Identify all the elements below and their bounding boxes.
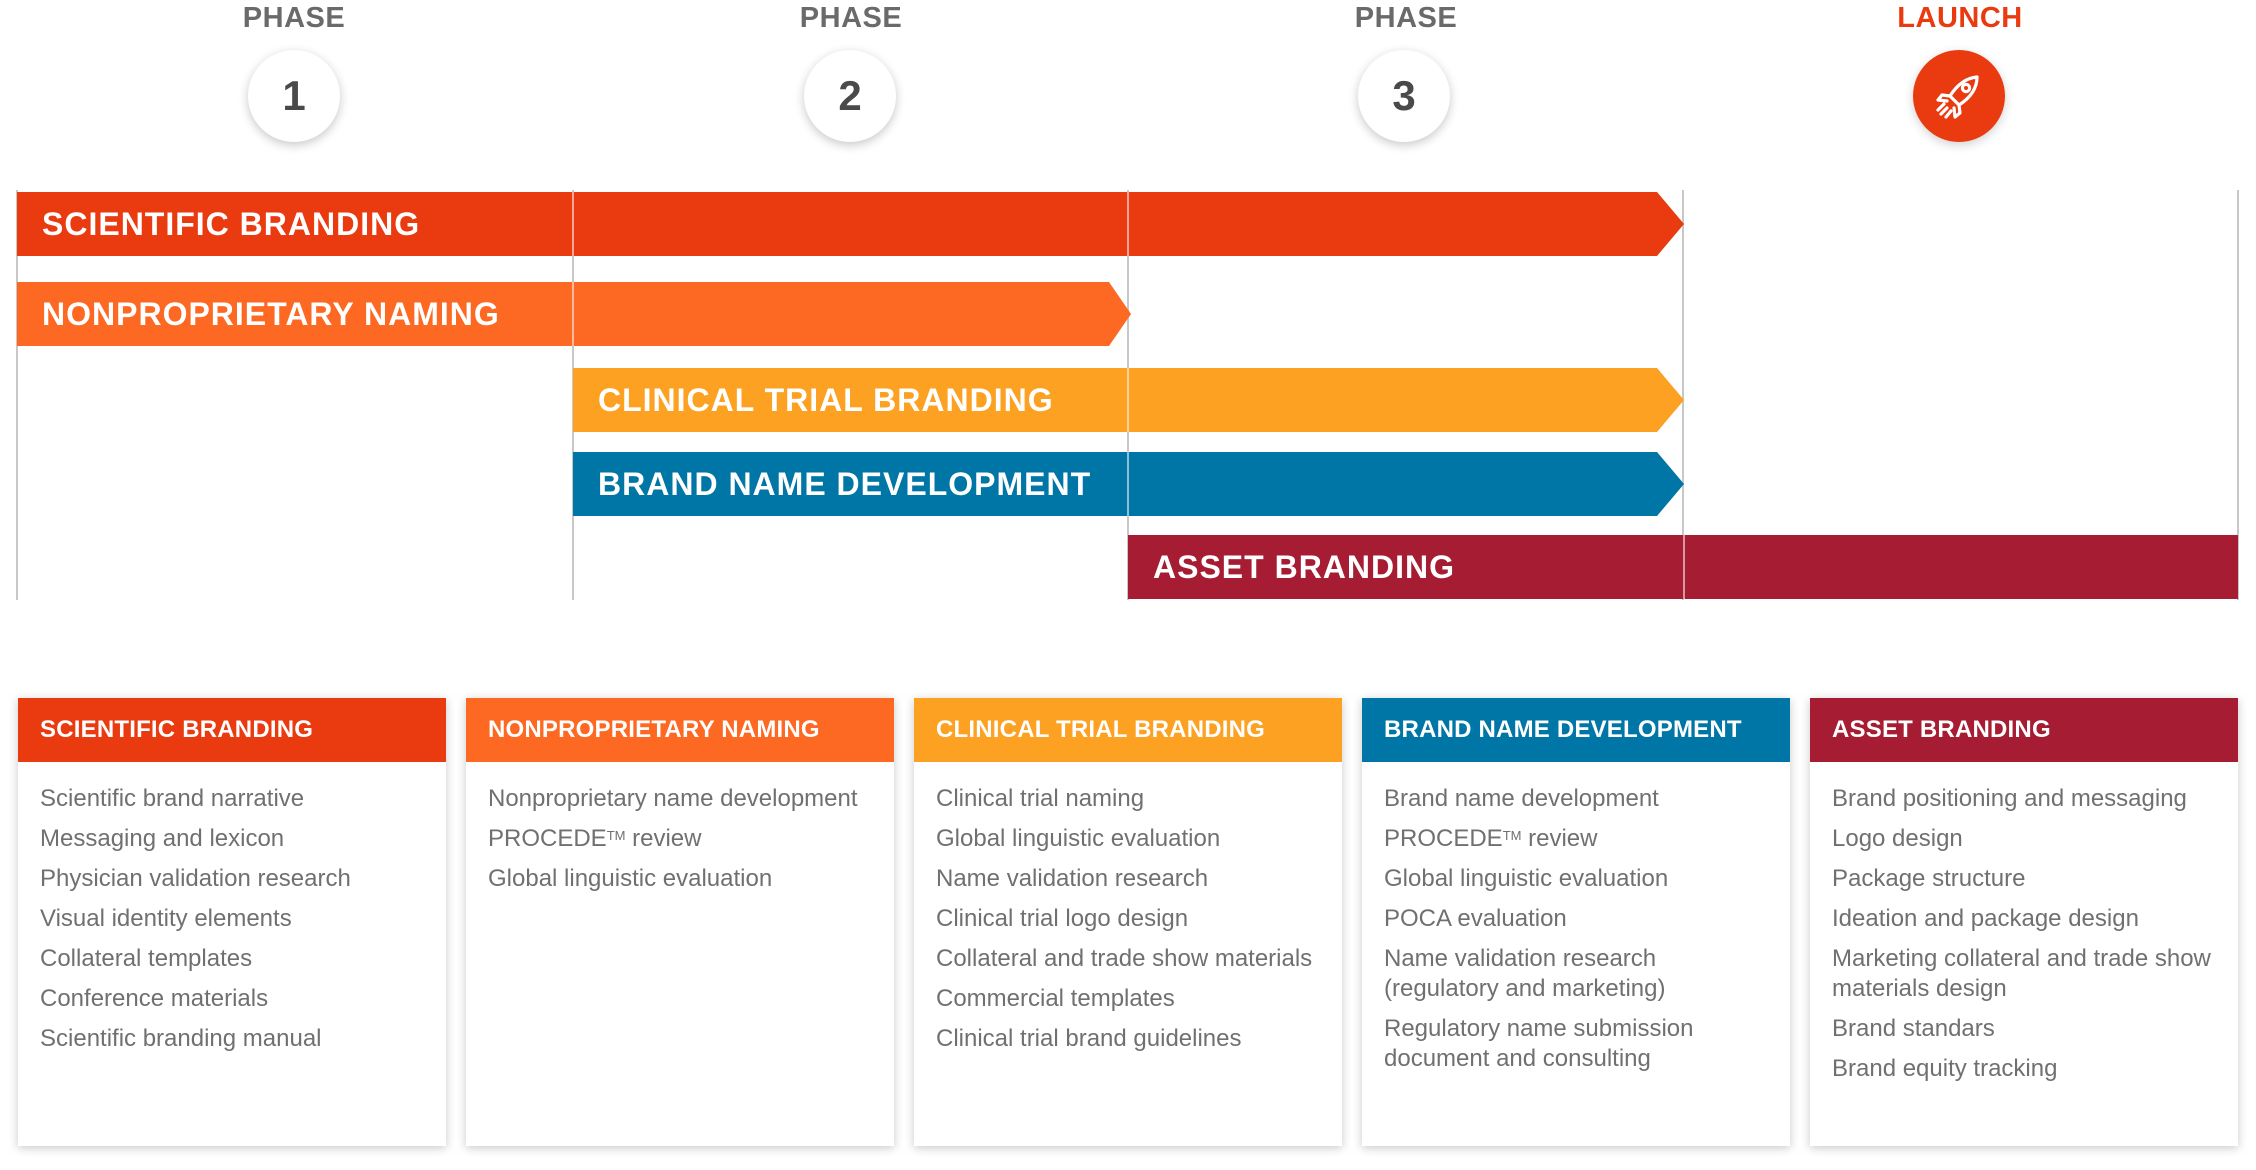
bar-divider	[1127, 452, 1129, 516]
bar-divider	[572, 282, 574, 346]
timeline-line-end	[2237, 190, 2239, 600]
card-title: BRAND NAME DEVELOPMENT	[1362, 698, 1790, 762]
bar-label-clinical-trial-branding: CLINICAL TRIAL BRANDING	[598, 382, 1054, 418]
procede-text: PROCEDE	[1384, 825, 1503, 852]
list-item: PROCEDETM review	[1384, 824, 1772, 854]
list-item: Name validation research (regulatory and…	[1384, 945, 1666, 1002]
timeline-line-launch	[1682, 190, 1684, 600]
bar-divider	[572, 192, 574, 256]
bar-label-scientific-branding: SCIENTIFIC BRANDING	[42, 206, 421, 242]
launch-circle	[1913, 50, 2005, 142]
list-item: Global linguistic evaluation	[488, 865, 773, 892]
procede-text: PROCEDE	[488, 825, 607, 852]
card-title: NONPROPRIETARY NAMING	[466, 698, 894, 762]
card-title: SCIENTIFIC BRANDING	[18, 698, 446, 762]
list-item: Brand name development	[1384, 785, 1659, 812]
list-item: Clinical trial brand guidelines	[936, 1025, 1242, 1052]
bar-divider	[1127, 368, 1129, 432]
list-item: Ideation and package design	[1832, 905, 2139, 932]
list-item: POCA evaluation	[1384, 905, 1567, 932]
card-title: ASSET BRANDING	[1810, 698, 2238, 762]
bar-divider	[1683, 535, 1685, 599]
bar-scientific-branding: SCIENTIFIC BRANDING	[17, 192, 1684, 256]
phase-2-label: PHASE	[799, 2, 903, 34]
card-list: Scientific brand narrative Messaging and…	[18, 762, 446, 1054]
card-scientific-branding: SCIENTIFIC BRANDING Scientific brand nar…	[18, 698, 446, 1146]
list-item: Clinical trial logo design	[936, 905, 1189, 932]
phase-3-circle: 3	[1358, 50, 1450, 142]
trademark-mark: TM	[1502, 828, 1522, 843]
phase-1-number: 1	[282, 72, 306, 119]
card-list: Brand positioning and messaging Logo des…	[1810, 762, 2238, 1084]
card-nonproprietary-naming: NONPROPRIETARY NAMING Nonproprietary nam…	[466, 698, 894, 1146]
list-item: Conference materials	[40, 985, 269, 1012]
card-clinical-trial-branding: CLINICAL TRIAL BRANDING Clinical trial n…	[914, 698, 1342, 1146]
list-item: Brand positioning and messaging	[1832, 785, 2187, 812]
list-item: Collateral and trade show materials	[936, 945, 1313, 972]
launch-label: LAUNCH	[1897, 2, 2023, 34]
phase-2-circle: 2	[804, 50, 896, 142]
procede-review-text: review	[1521, 825, 1598, 852]
list-item: Brand equity tracking	[1832, 1055, 2058, 1082]
phase-3-number: 3	[1392, 72, 1416, 119]
phase-2-number: 2	[838, 72, 862, 119]
list-item: Global linguistic evaluation	[1384, 865, 1669, 892]
bar-nonproprietary-naming: NONPROPRIETARY NAMING	[17, 282, 1131, 346]
list-item: PROCEDETM review	[488, 824, 876, 854]
list-item: Logo design	[1832, 825, 1963, 852]
list-item: Clinical trial naming	[936, 785, 1145, 812]
bar-divider	[1127, 192, 1129, 256]
list-item: Global linguistic evaluation	[936, 825, 1221, 852]
list-item: Physician validation research	[40, 865, 351, 892]
list-item: Nonproprietary name development	[488, 785, 858, 812]
list-item: Marketing collateral and trade show mate…	[1832, 945, 2211, 1002]
card-brand-name-development: BRAND NAME DEVELOPMENT Brand name develo…	[1362, 698, 1790, 1146]
phase-1-label: PHASE	[242, 2, 346, 34]
list-item: Brand standars	[1832, 1015, 1995, 1042]
phase-1-circle: 1	[248, 50, 340, 142]
bar-label-brand-name-development: BRAND NAME DEVELOPMENT	[598, 466, 1092, 502]
rocket-icon	[1936, 75, 1979, 119]
list-item: Scientific brand narrative	[40, 785, 305, 812]
timeline-line-phase-1	[16, 190, 18, 600]
list-item: Messaging and lexicon	[40, 825, 285, 852]
list-item: Visual identity elements	[40, 905, 292, 932]
list-item: Scientific branding manual	[40, 1025, 322, 1052]
bar-asset-branding: ASSET BRANDING	[1128, 535, 2238, 599]
procede-review-text: review	[625, 825, 702, 852]
list-item: Regulatory name submission document and …	[1384, 1015, 1694, 1072]
bar-label-asset-branding: ASSET BRANDING	[1153, 549, 1456, 585]
bar-brand-name-development: BRAND NAME DEVELOPMENT	[573, 452, 1684, 516]
card-title: CLINICAL TRIAL BRANDING	[914, 698, 1342, 762]
bar-label-nonproprietary-naming: NONPROPRIETARY NAMING	[42, 296, 500, 332]
bar-clinical-trial-branding: CLINICAL TRIAL BRANDING	[573, 368, 1684, 432]
list-item: Package structure	[1832, 865, 2026, 892]
list-item: Commercial templates	[936, 985, 1175, 1012]
card-asset-branding: ASSET BRANDING Brand positioning and mes…	[1810, 698, 2238, 1146]
list-item: Collateral templates	[40, 945, 253, 972]
card-list: Nonproprietary name development PROCEDET…	[466, 762, 894, 894]
card-list: Clinical trial naming Global linguistic …	[914, 762, 1342, 1054]
phase-3-label: PHASE	[1354, 2, 1458, 34]
list-item: Name validation research	[936, 865, 1209, 892]
card-list: Brand name development PROCEDETM review …	[1362, 762, 1790, 1074]
trademark-mark: TM	[606, 828, 626, 843]
